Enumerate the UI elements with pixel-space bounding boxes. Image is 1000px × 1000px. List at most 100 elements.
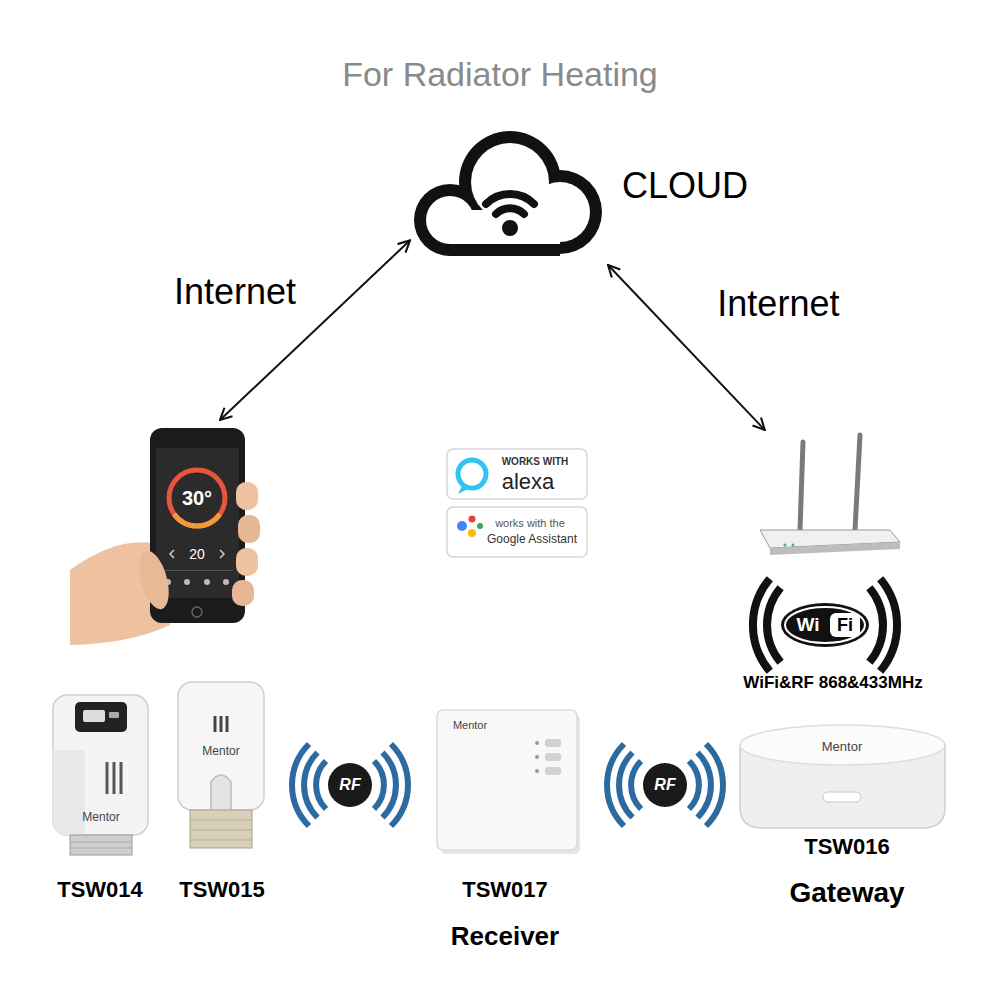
shape-circle (468, 529, 476, 537)
shape-path (880, 579, 897, 672)
shape-path (767, 588, 781, 663)
shape-path (689, 761, 699, 809)
shape-path (458, 486, 468, 494)
shape-circle (477, 523, 483, 529)
radiator-valve-display (53, 695, 148, 855)
shape-circle (458, 460, 486, 488)
gateway-device (740, 725, 945, 828)
receiver-node: MentorTSW017Receiver (425, 705, 590, 957)
shape-path (170, 550, 174, 558)
shape-rect (450, 210, 560, 244)
node-label: TSW014 (56, 877, 144, 902)
node-label: Mentor (452, 719, 488, 732)
shape-rect (830, 613, 860, 637)
diagram-title: For Radiator Heating (341, 55, 659, 94)
shape-circle (792, 544, 795, 547)
shape-path (220, 550, 224, 558)
shape-rect (545, 767, 561, 775)
shape-path (211, 775, 231, 809)
rf-label: RF (653, 776, 676, 794)
node-label: TSW017 (461, 877, 549, 902)
shape-path (706, 744, 723, 826)
shape-rect (545, 739, 561, 747)
router-node: WiFiWiFi&RF 868&433MHz (705, 430, 965, 705)
shape-line (190, 840, 252, 841)
badge-text: WORKS WITH (501, 456, 570, 468)
shape-circle (469, 516, 476, 523)
wifi-router (753, 435, 900, 671)
shape-line (220, 716, 223, 732)
shape-rect (83, 710, 105, 722)
shape-line (226, 716, 229, 732)
shape-circle (502, 220, 518, 236)
shape-circle (169, 470, 225, 526)
shape-rect (70, 835, 132, 855)
shape-line (214, 716, 217, 732)
shape-circle (184, 579, 190, 585)
cloud-icon (414, 131, 602, 256)
shape-path (698, 753, 711, 818)
shape-ellipse (781, 603, 869, 647)
shape-line (70, 848, 132, 849)
shape-path (607, 744, 624, 826)
node-label: Wi (795, 614, 820, 636)
shape-path (304, 753, 317, 818)
radiator-valve (178, 682, 264, 848)
shape-rect (238, 515, 260, 543)
shape-circle (328, 763, 372, 807)
valve-node: MentorTSW015 (165, 680, 285, 905)
shape-rect (53, 695, 148, 835)
node-label: WiFi&RF 868&433MHz (742, 673, 923, 693)
node-label: Receiver (450, 922, 560, 952)
node-label: TSW016 (803, 834, 891, 859)
shape-circle (535, 741, 539, 745)
shape-line (800, 442, 803, 530)
shape-rect (447, 507, 587, 557)
shape-rect (236, 482, 258, 510)
shape-rect (823, 792, 861, 802)
shape-rect (75, 702, 127, 732)
shape-path (316, 761, 326, 809)
edge-label: Internet (716, 283, 840, 324)
shape-path (486, 194, 534, 204)
shape-line (106, 762, 109, 794)
shape-ellipse (740, 725, 945, 765)
shape-line (190, 820, 252, 821)
badge-text: alexa (501, 469, 556, 494)
node-label: 20 (188, 546, 206, 562)
shape-circle (535, 769, 539, 773)
shape-path (174, 514, 220, 526)
shape-circle (643, 763, 687, 807)
shape-circle (784, 544, 787, 547)
rf-signal-symbol (607, 744, 723, 826)
gateway-node: MentorTSW016Gateway (735, 720, 950, 920)
badge-text: works with the (494, 517, 566, 530)
shape-circle (223, 579, 229, 585)
assistant-badges (447, 449, 587, 557)
shape-rect (545, 753, 561, 761)
shape-path (631, 761, 641, 809)
shape-path (753, 579, 770, 672)
shape-line (120, 762, 123, 794)
receiver-device (437, 710, 580, 854)
shape-rect (162, 570, 233, 571)
shape-path (383, 753, 396, 818)
shape-path (292, 744, 309, 826)
shape-path (869, 588, 883, 663)
shape-circle (457, 521, 467, 531)
node-label: 30° (181, 487, 213, 510)
shape-rect (450, 210, 560, 256)
shape-rect (109, 712, 119, 718)
node-label: Mentor (821, 740, 863, 755)
edge-label: Internet (173, 271, 297, 312)
node-label: Mentor (81, 811, 120, 825)
shape-rect (437, 710, 577, 850)
shape-rect (190, 810, 252, 848)
shape-path (53, 750, 85, 835)
shape-rect (236, 548, 258, 576)
shape-line (113, 762, 116, 794)
shape-rect (156, 448, 239, 598)
phone-in-hand (70, 428, 260, 645)
shape-circle (204, 579, 210, 585)
